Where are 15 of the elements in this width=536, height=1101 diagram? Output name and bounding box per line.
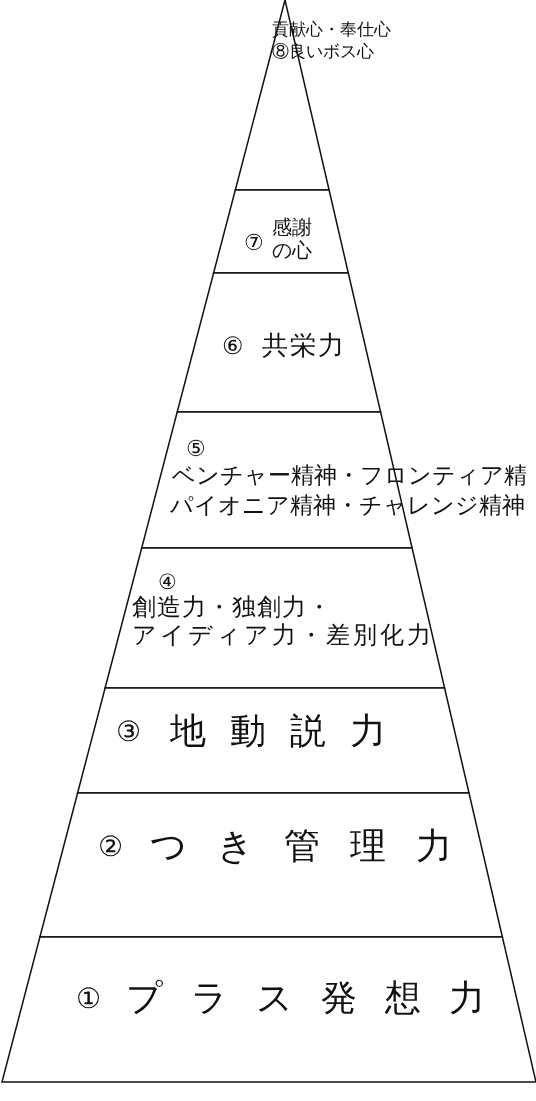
layer-label: 地動説力	[170, 710, 410, 752]
layer-label: 創造力・独創力・	[132, 594, 332, 622]
layer-label: ④	[158, 570, 177, 595]
layer-label: ⑦	[244, 230, 264, 256]
layer-label: 感謝の心	[272, 216, 313, 262]
layer-label: つき管理力	[150, 825, 482, 867]
layer-label: アイディア力・差別化力	[132, 622, 434, 650]
layer-label: 共栄力	[262, 331, 346, 361]
layer-label: ①	[76, 983, 101, 1016]
layer-label: ③	[116, 716, 141, 749]
layer-label: ⑥	[222, 333, 244, 361]
layer-label: ②	[98, 831, 123, 864]
layer-label: パイオニア精神・チャレンジ精神	[170, 492, 525, 519]
layer-label: ⑤	[186, 436, 206, 462]
layer-label: プラス発想力	[126, 977, 513, 1019]
